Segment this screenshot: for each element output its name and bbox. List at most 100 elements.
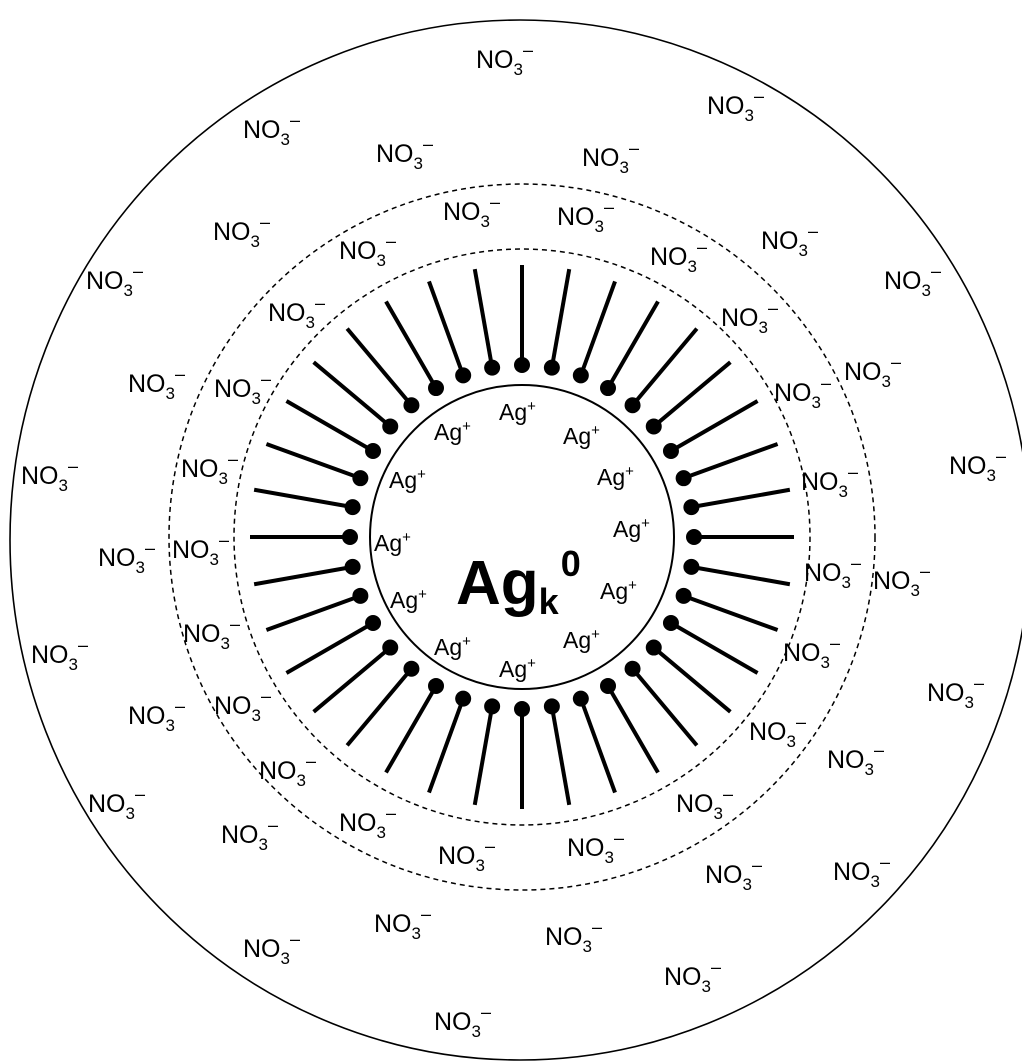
surfactant-tail: [253, 487, 353, 510]
nitrate-counter-ions: NO3– NO3– NO3– NO3– NO3– NO3– NO3– NO3– NO3– NO3–…: [21, 40, 1006, 1041]
nitrate-ion-label: NO3–: [949, 446, 1006, 485]
surfactant-head: [572, 367, 589, 384]
nitrate-ion-label: NO3–: [827, 740, 884, 779]
surfactant-head: [624, 660, 641, 677]
surfactant-head: [455, 367, 472, 384]
surfactant-head: [514, 357, 530, 373]
nitrate-ion-label: NO3–: [443, 192, 500, 231]
silver-ion-label: Ag+: [563, 626, 600, 653]
surfactant-tail: [691, 564, 791, 587]
nitrate-ion-label: NO3–: [927, 673, 984, 712]
nitrate-ion-label: NO3–: [434, 1002, 491, 1041]
nitrate-ion-label: NO3–: [374, 904, 431, 943]
surfactant-tail: [682, 593, 779, 632]
nitrate-ion-label: NO3–: [707, 86, 764, 125]
surfactant-tail: [549, 268, 572, 368]
nitrate-ion-label: NO3–: [844, 352, 901, 391]
surfactant-head: [342, 529, 358, 545]
surfactant-tail: [384, 300, 438, 390]
nitrate-ion-label: NO3–: [213, 212, 270, 251]
silver-ion-label: Ag+: [390, 586, 427, 613]
surfactant-tail: [253, 564, 353, 587]
surfactant-tail: [384, 684, 438, 774]
surfactant-head: [645, 639, 662, 656]
nitrate-ion-label: NO3–: [268, 293, 325, 332]
surfactant-tail: [427, 280, 466, 377]
surfactant-head: [675, 470, 692, 487]
nitrate-ion-label: NO3–: [749, 712, 806, 751]
nitrate-ion-label: NO3–: [557, 197, 614, 236]
silver-ion-label: Ag+: [499, 655, 536, 682]
nitrate-ion-label: NO3–: [181, 449, 238, 488]
core-subscript: k: [539, 581, 560, 622]
nitrate-ion-label: NO3–: [567, 828, 624, 867]
nitrate-ion-label: NO3–: [545, 917, 602, 956]
nitrate-ion-label: NO3–: [243, 110, 300, 149]
silver-ion-label: Ag+: [600, 577, 637, 604]
surfactant-head: [600, 380, 616, 397]
silver-ion-label: Ag+: [434, 633, 471, 660]
nitrate-ion-label: NO3–: [833, 852, 890, 891]
surfactant-head: [403, 660, 420, 677]
nitrate-ion-label: NO3–: [183, 614, 240, 653]
nitrate-ion-label: NO3–: [88, 784, 145, 823]
surfactant-head: [662, 443, 679, 459]
surfactant-tail: [669, 621, 759, 675]
surfactant-head: [403, 397, 420, 414]
nitrate-ion-label: NO3–: [774, 373, 831, 412]
nitrate-ion-label: NO3–: [21, 456, 78, 495]
surfactant-tail: [472, 268, 495, 368]
surfactant-tail: [345, 327, 413, 407]
surfactant-head: [428, 677, 444, 694]
nitrate-ion-label: NO3–: [376, 134, 433, 173]
surfactant-tail: [652, 646, 732, 714]
surfactant-head: [484, 698, 501, 715]
surfactant-tail: [472, 706, 495, 806]
nitrate-ion-label: NO3–: [705, 855, 762, 894]
surfactant-head: [484, 359, 501, 376]
nitrate-ion-label: NO3–: [476, 40, 533, 79]
nitrate-ion-label: NO3–: [128, 696, 185, 735]
nitrate-ion-label: NO3–: [128, 364, 185, 403]
surfactant-head: [352, 587, 369, 604]
nitrate-ion-label: NO3–: [650, 237, 707, 276]
nitrate-ion-label: NO3–: [31, 635, 88, 674]
surfactant-tail: [578, 697, 617, 794]
surfactant-tail: [285, 621, 375, 675]
nitrate-ion-label: NO3–: [214, 369, 271, 408]
surfactant-tail: [265, 593, 362, 632]
nitrate-ion-label: NO3–: [86, 261, 143, 300]
surfactant-head: [428, 380, 444, 397]
nitrate-ion-label: NO3–: [438, 836, 495, 875]
surfactant-head: [683, 558, 700, 575]
surfactant-head: [645, 418, 662, 435]
nitrate-ion-label: NO3–: [884, 261, 941, 300]
silver-ion-label: Ag+: [434, 418, 471, 445]
silver-ion-label: Ag+: [499, 398, 536, 425]
nitrate-ion-label: NO3–: [873, 561, 930, 600]
nitrate-ion-label: NO3–: [783, 633, 840, 672]
nitrate-ion-label: NO3–: [243, 929, 300, 968]
surfactant-head: [514, 701, 530, 717]
nitrate-ion-label: NO3–: [804, 553, 861, 592]
nitrate-ion-label: NO3–: [98, 538, 155, 577]
outer-dashed-circle: [168, 183, 876, 891]
surfactant-tail: [427, 697, 466, 794]
surfactant-head: [683, 499, 700, 516]
nitrate-ion-label: NO3–: [801, 462, 858, 501]
surfactant-head: [352, 470, 369, 487]
outer-boundary-circle: [9, 19, 1022, 1061]
surfactant-head: [344, 558, 361, 575]
core-circle: [369, 384, 675, 690]
nitrate-ion-label: NO3–: [582, 138, 639, 177]
surfactant-tail: [691, 487, 791, 510]
nitrate-ion-label: NO3–: [721, 298, 778, 337]
core-symbol: Ag: [456, 549, 539, 618]
surfactant-head: [543, 359, 560, 376]
nitrate-ion-label: NO3–: [676, 784, 733, 823]
surfactant-head: [686, 529, 702, 545]
nitrate-ion-label: NO3–: [214, 686, 271, 725]
surfactant-head: [572, 690, 589, 707]
core-label: Agk0: [456, 543, 581, 622]
